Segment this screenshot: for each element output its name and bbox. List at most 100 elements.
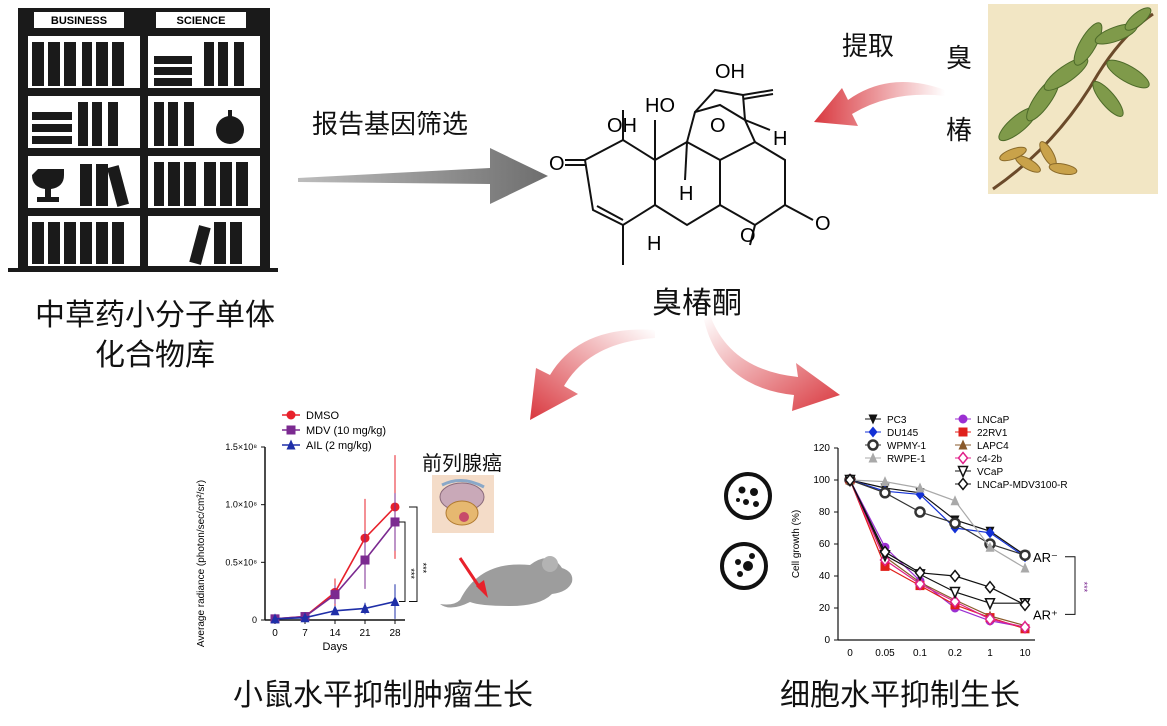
ar-positive-label: AR⁺ [1033, 607, 1058, 622]
ailanthone-structure: OH HO OH O H O H H O O [549, 61, 831, 265]
series-3: RWPE-1 [845, 452, 1030, 573]
atom-h-left: H [647, 233, 661, 255]
x-tick-label: 21 [359, 628, 371, 639]
data-point [360, 602, 370, 613]
legend-marker [868, 452, 878, 463]
x-tick-label: 0 [847, 648, 853, 659]
screening-label: 报告基因筛选 [312, 110, 469, 140]
atom-h-right: H [773, 128, 787, 150]
library-bookshelf-icon: BUSINESS SCIENCE [8, 8, 278, 272]
legend-label: DMSO [306, 410, 339, 422]
x-axis-label: Days [322, 641, 348, 653]
y-tick-label: 1.5×10⁸ [225, 442, 257, 452]
legend-marker [867, 439, 879, 451]
cell-caption: 细胞水平抑制生长 [780, 678, 1020, 713]
plant-char-1: 臭 [946, 44, 973, 74]
data-point [984, 580, 996, 594]
data-point [390, 596, 400, 607]
y-tick-label: 20 [819, 603, 831, 614]
prostate-image [432, 475, 494, 533]
series-line [849, 479, 1026, 630]
legend-label: VCaP [977, 467, 1003, 478]
data-point [300, 612, 310, 623]
y-axis-label: Cell growth (%) [791, 510, 802, 578]
series-line [849, 479, 1026, 569]
data-point [949, 586, 961, 600]
series-line [849, 479, 1025, 604]
legend-marker [957, 477, 969, 491]
series-9: LNCaP-MDV3100-R [844, 473, 1068, 612]
plant-char-2: 椿 [946, 116, 973, 146]
data-point [949, 569, 961, 583]
shelf-label-business: BUSINESS [51, 15, 107, 27]
sig-mark-1: *** [406, 568, 416, 579]
legend-label: 22RV1 [977, 428, 1008, 439]
ar-negative-label: AR⁻ [1033, 550, 1058, 565]
x-tick-label: 10 [1019, 648, 1031, 659]
data-point [914, 566, 926, 580]
legend-label: RWPE-1 [887, 454, 926, 465]
atom-o-bridge: O [710, 115, 726, 137]
atom-oh-left: OH [607, 115, 637, 137]
x-tick-label: 0.05 [875, 648, 895, 659]
arrow-to-mouse [530, 329, 655, 420]
series-2: AIL (2 mg/kg) [270, 439, 400, 624]
data-point [360, 555, 370, 565]
legend-marker [286, 425, 296, 435]
legend-marker [957, 451, 969, 465]
y-tick-label: 60 [819, 539, 831, 550]
library-caption-line1: 中草药小分子单体 [35, 298, 275, 333]
legend-marker [868, 414, 878, 425]
legend-label: DU145 [887, 428, 919, 439]
sig-bracket-outer [409, 506, 418, 603]
x-tick-label: 0 [272, 628, 278, 639]
data-point [1019, 598, 1031, 612]
series-line [849, 479, 1026, 606]
legend-marker [868, 426, 878, 438]
data-point [390, 517, 400, 527]
x-tick-label: 7 [302, 628, 308, 639]
data-point [844, 473, 856, 487]
series-line [849, 479, 1026, 556]
data-point [1019, 620, 1031, 634]
series-line [849, 479, 1026, 556]
shelf-label-science: SCIENCE [177, 15, 226, 27]
legend-label: LAPC4 [977, 441, 1009, 452]
legend-label: LNCaP [977, 415, 1010, 426]
library-caption-line2: 化合物库 [95, 338, 215, 373]
arrow-to-cells [704, 315, 840, 411]
y-tick-label: 100 [813, 475, 830, 486]
data-point [914, 506, 926, 518]
y-tick-label: 0 [824, 635, 830, 646]
data-point [949, 517, 961, 529]
series-line [849, 479, 1026, 628]
data-point [330, 590, 340, 600]
x-tick-label: 0.2 [948, 648, 962, 659]
data-point [914, 577, 926, 591]
x-tick-label: 1 [987, 648, 993, 659]
series-4: LNCaP [845, 414, 1030, 632]
atom-o-lactone: O [815, 213, 831, 235]
compound-name: 臭椿酮 [652, 286, 742, 321]
legend-label: PC3 [887, 415, 907, 426]
atom-oh-top: OH [715, 61, 745, 83]
ar-bracket [1065, 556, 1076, 615]
screening-arrow [298, 148, 548, 204]
legend-label: MDV (10 mg/kg) [306, 425, 386, 437]
x-tick-label: 28 [389, 628, 401, 639]
data-point [1019, 549, 1031, 561]
data-point [950, 495, 960, 506]
legend-marker [958, 427, 968, 437]
legend-marker [286, 439, 296, 450]
y-tick-label: 120 [813, 443, 830, 454]
mouse-icon [440, 556, 573, 608]
x-tick-label: 0.1 [913, 648, 927, 659]
extraction-label: 提取 [842, 32, 895, 62]
y-tick-label: 40 [819, 571, 831, 582]
data-point [1020, 562, 1030, 573]
data-point [880, 476, 890, 487]
data-point [915, 488, 925, 500]
y-tick-label: 0.5×10⁸ [225, 557, 257, 567]
sig-mark-2: *** [418, 563, 428, 574]
